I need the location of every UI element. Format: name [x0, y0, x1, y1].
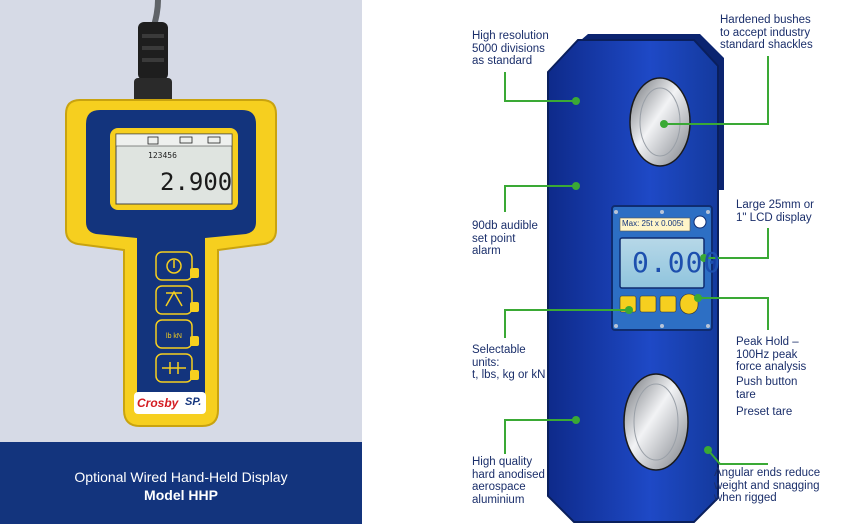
caption-model: Model HHP [144, 487, 218, 503]
callout-bushes: Hardened bushes to accept industry stand… [720, 14, 813, 51]
callout-lines [504, 56, 769, 465]
lcd-value: 0.000 [632, 246, 722, 279]
lcd-screen [619, 237, 705, 289]
handheld-screen-value: 2.900 [160, 168, 233, 196]
callout-peak: Peak Hold – 100Hz peak force analysis [736, 336, 807, 373]
handheld-caption: Optional Wired Hand-Held Display Model H… [0, 442, 362, 524]
peak-key-cell[interactable] [659, 295, 677, 313]
handheld-screen-small: 123456 [148, 151, 177, 160]
units-key-cell[interactable] [639, 295, 657, 313]
svg-text:lb kN: lb kN [166, 333, 182, 340]
load-cell [547, 34, 724, 523]
callout-resolution: High resolution 5000 divisions as standa… [472, 30, 549, 67]
power-key-cell[interactable] [679, 293, 699, 315]
callout-tare: Push button tare [736, 376, 798, 401]
lcd-header: Max: 25t x 0.005t [622, 219, 684, 228]
bottom-bush [623, 373, 689, 471]
callout-preset: Preset tare [736, 406, 793, 418]
top-bush [629, 77, 691, 167]
callout-lcd: Large 25mm or 1" LCD display [736, 199, 814, 224]
handheld-device: lb kN [65, 0, 277, 427]
peak-key[interactable] [155, 285, 193, 315]
callout-units: Selectable units: t, lbs, kg or kN [472, 344, 546, 381]
brand-crosby: Crosby [137, 396, 179, 410]
power-key[interactable] [155, 251, 193, 281]
handheld-keypad: lb kN [155, 251, 193, 383]
callout-ends: Angular ends reduce weight and snagging … [714, 467, 821, 504]
brand-sp: SP. [185, 396, 202, 408]
cable-connector [138, 22, 168, 80]
callout-dots [572, 97, 712, 454]
units-key[interactable] [155, 319, 193, 349]
tare-key[interactable] [155, 353, 193, 383]
caption-title: Optional Wired Hand-Held Display [74, 469, 288, 485]
callout-alarm: 90db audible set point alarm [472, 220, 538, 257]
callout-aluminium: High quality hard anodised aerospace alu… [472, 456, 545, 506]
brand-plate [134, 392, 206, 414]
